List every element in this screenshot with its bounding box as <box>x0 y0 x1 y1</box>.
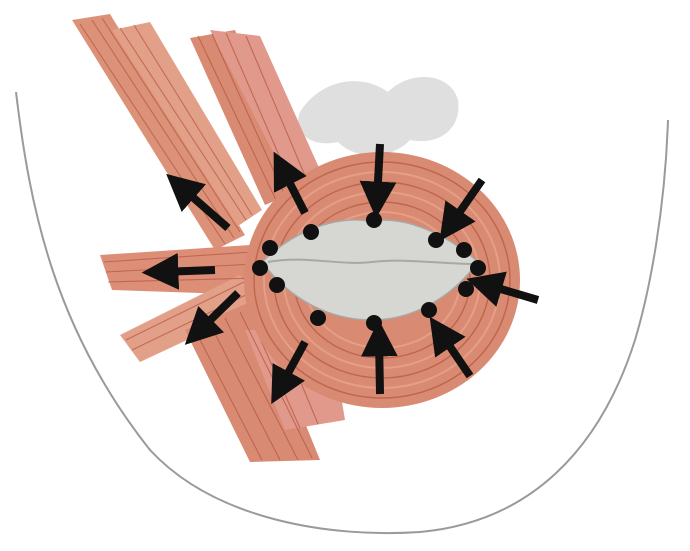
dot-marker-icon <box>428 232 444 248</box>
dot-marker-icon <box>269 277 285 293</box>
dot-marker-icon <box>310 310 326 326</box>
arrow-icon <box>379 338 380 394</box>
nose-shadow <box>298 77 458 155</box>
dot-marker-icon <box>303 224 319 240</box>
arrow-icon <box>377 144 380 200</box>
dot-marker-icon <box>366 212 382 228</box>
dot-marker-icon <box>470 260 486 276</box>
dot-marker-icon <box>262 240 278 256</box>
dot-marker-icon <box>366 315 382 331</box>
dot-marker-icon <box>421 302 437 318</box>
arrow-icon <box>160 270 215 272</box>
dot-marker-icon <box>456 242 472 258</box>
dot-marker-icon <box>458 281 474 297</box>
dot-marker-icon <box>252 260 268 276</box>
